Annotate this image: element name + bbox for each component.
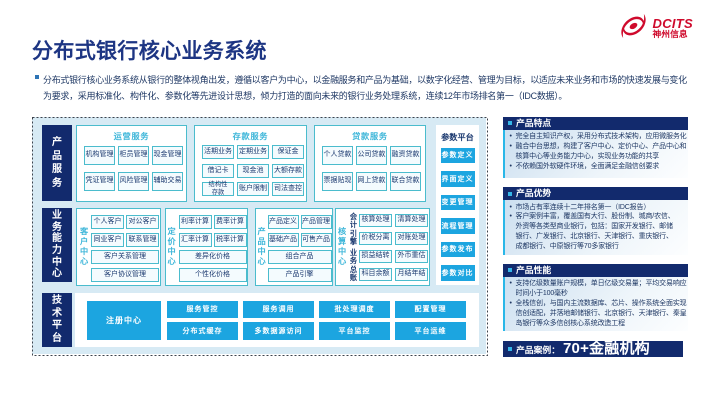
svg-text:DCITS: DCITS (653, 16, 694, 31)
svg-text:神州信息: 神州信息 (653, 28, 688, 39)
